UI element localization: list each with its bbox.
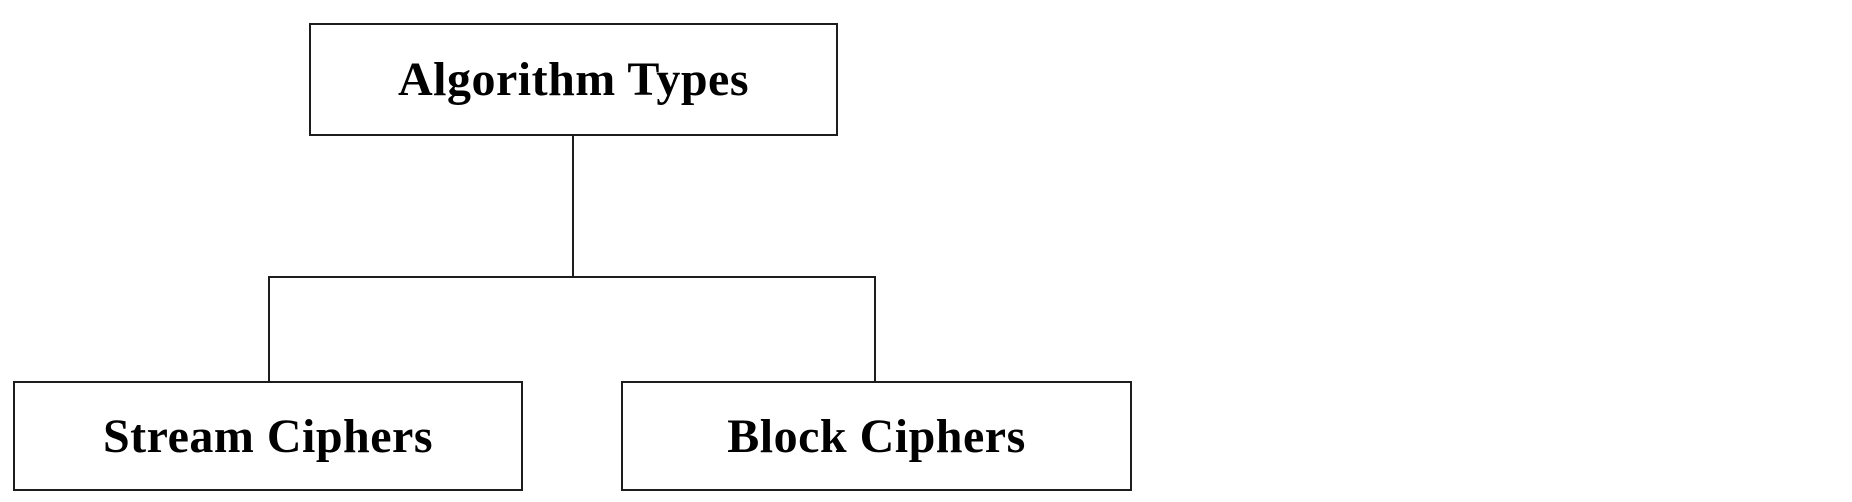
node-algorithm-types-label: Algorithm Types [397, 53, 750, 106]
connector-stem [572, 135, 574, 278]
node-block-ciphers-label: Block Ciphers [727, 409, 1026, 463]
connector-horizontal-bar [268, 276, 876, 278]
node-stream-ciphers: Stream Ciphers [13, 381, 523, 491]
connector-drop-right [874, 276, 876, 381]
node-stream-ciphers-label: Stream Ciphers [102, 409, 434, 463]
connector-drop-left [268, 276, 270, 381]
node-block-ciphers: Block Ciphers [621, 381, 1132, 491]
node-algorithm-types: Algorithm Types [309, 23, 838, 136]
